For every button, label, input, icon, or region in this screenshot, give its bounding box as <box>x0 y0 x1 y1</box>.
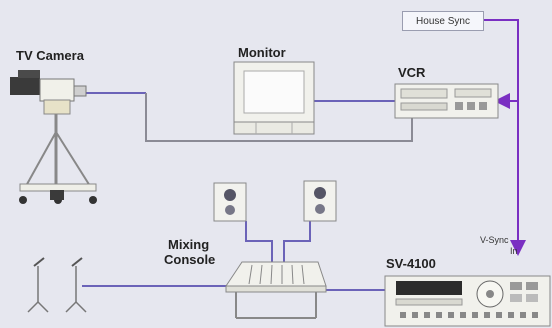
cables <box>82 19 526 291</box>
speaker-right <box>303 180 337 222</box>
label-sv4100: SV-4100 <box>386 256 436 271</box>
label-monitor: Monitor <box>238 45 286 60</box>
monitor <box>233 61 315 135</box>
vcr <box>394 83 499 119</box>
label-vsync: V-Sync <box>480 235 509 245</box>
label-vcr: VCR <box>398 65 426 80</box>
label-console: Console <box>164 252 216 267</box>
microphone-left <box>27 257 49 313</box>
microphone-right <box>65 257 87 313</box>
tv-camera <box>10 70 97 204</box>
speaker-right-cable <box>283 221 311 262</box>
speaker-left-cable <box>245 221 273 262</box>
speaker-left <box>213 182 247 222</box>
label-tv-camera: TV Camera <box>16 48 84 63</box>
label-mixing: Mixing <box>168 237 210 252</box>
house-sync-cable <box>484 19 526 256</box>
label-vsync-in: In <box>510 246 518 256</box>
sv4100-device <box>384 275 551 327</box>
camera-to-vcr-return-cable <box>145 93 413 142</box>
house-sync-box: House Sync <box>402 11 484 31</box>
mixing-console <box>225 261 327 319</box>
